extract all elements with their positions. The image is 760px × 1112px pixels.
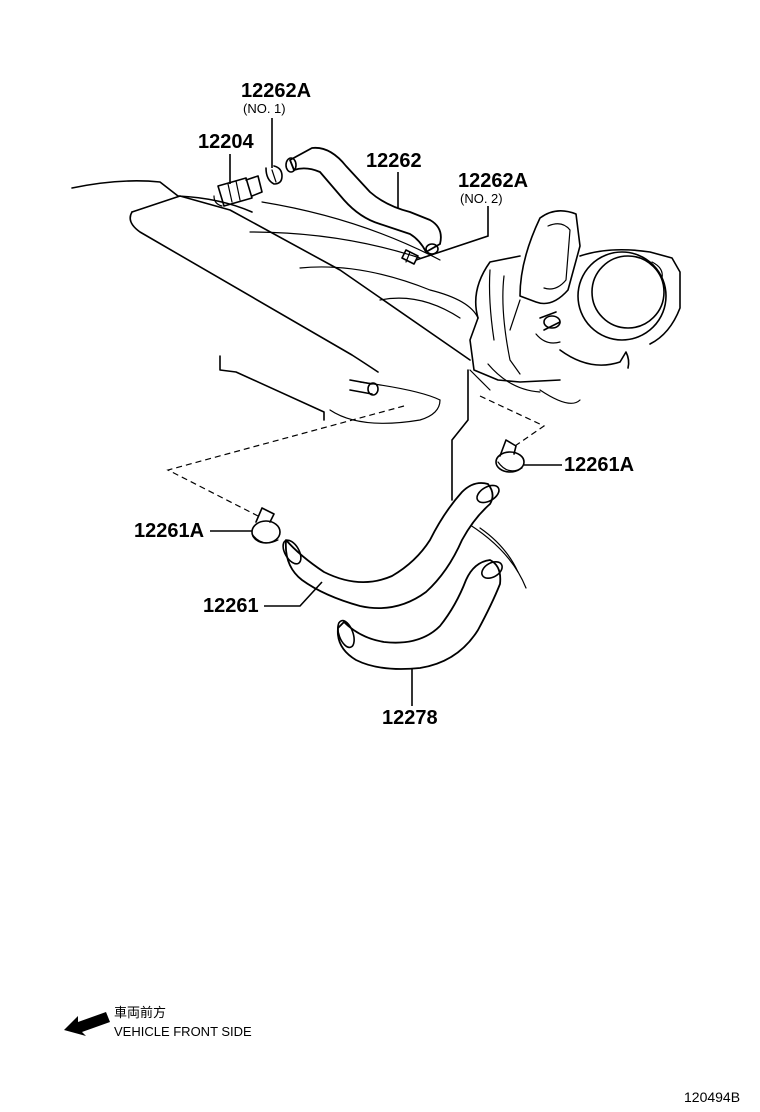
part-number: 12204: [198, 131, 254, 153]
diagram-id: 120494B: [684, 1089, 740, 1105]
hose-clamp-left: [251, 507, 281, 544]
vehicle-front-note: 車両前方 VEHICLE FRONT SIDE: [64, 1005, 252, 1039]
part-number: 12262A: [241, 80, 311, 102]
label-12278: 12278: [382, 707, 438, 729]
hose-12278: [336, 559, 503, 670]
hose-clip-no1: [265, 165, 283, 185]
part-number: 12261A: [564, 454, 634, 476]
label-12262A-no1: 12262A (NO. 1): [241, 80, 311, 116]
hose-clip-no2: [401, 249, 419, 265]
part-number: 12261A: [134, 520, 204, 542]
part-number: 12262A: [458, 170, 528, 192]
part-number: 12278: [382, 707, 438, 729]
front-arrow-icon: [64, 1012, 110, 1036]
label-12262: 12262: [366, 150, 422, 172]
hose-clamp-right: [495, 439, 525, 473]
leader-lines: [210, 118, 562, 706]
hose-12261: [282, 482, 500, 609]
dashed-connectors: [166, 395, 546, 517]
throttle-body: [509, 210, 681, 369]
part-sub-label: (NO. 2): [460, 191, 503, 206]
label-12204: 12204: [198, 131, 254, 153]
front-note-jp: 車両前方: [114, 1005, 166, 1020]
part-sub-label: (NO. 1): [243, 101, 286, 116]
label-12262A-no2: 12262A (NO. 2): [458, 170, 528, 206]
label-12261A-left: 12261A: [134, 520, 204, 542]
label-12261: 12261: [203, 595, 259, 617]
engine-outline: [71, 180, 581, 589]
part-number: 12262: [366, 150, 422, 172]
part-number: 12261: [203, 595, 259, 617]
label-12261A-right: 12261A: [564, 454, 634, 476]
pcv-valve: [213, 175, 263, 207]
front-note-en: VEHICLE FRONT SIDE: [114, 1024, 252, 1039]
